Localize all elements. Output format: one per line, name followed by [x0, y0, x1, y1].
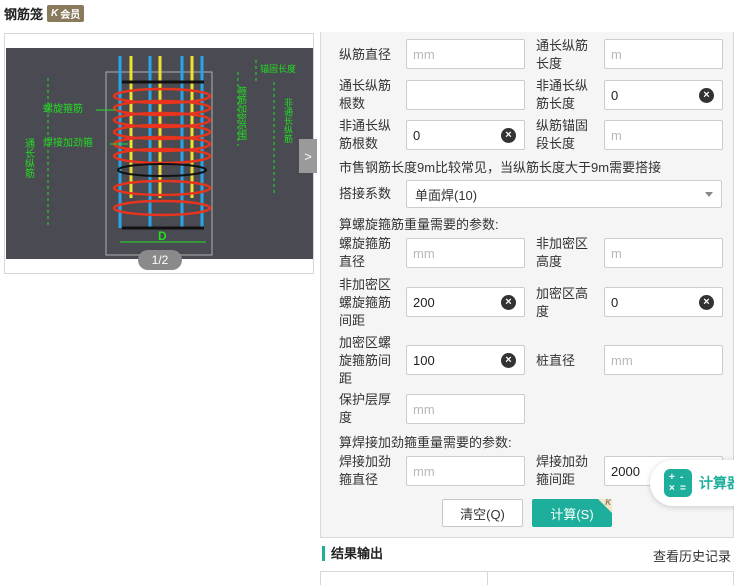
splice-select[interactable]: 单面焊(10): [406, 180, 722, 208]
calculate-button-label: 计算(S): [550, 506, 594, 522]
spiral-hoops: [112, 87, 212, 217]
calculator-icon: + - × =: [664, 469, 692, 497]
result-table-divider: [487, 572, 488, 585]
non-through-count-input[interactable]: 0×: [406, 120, 525, 150]
diagram-carousel: 螺旋箍筋 焊接加劲箍 通长纵筋 锚固长度 箍筋加密范围 非通长纵筋 D > 1/…: [4, 33, 317, 274]
clear-icon[interactable]: ×: [699, 88, 714, 103]
pile-diameter-label: 桩直径: [536, 353, 576, 368]
cover-input[interactable]: mm: [406, 394, 525, 424]
section-spiral-title: 算螺旋箍筋重量需要的参数:: [339, 217, 499, 232]
non-through-length-input[interactable]: 0×: [604, 80, 723, 110]
weld-hoop: [117, 163, 207, 177]
anchor-label: 锚固长度: [260, 63, 296, 74]
anchor-length-label: 纵筋锚固段长度: [536, 118, 589, 151]
through-count-label: 通长纵筋根数: [339, 78, 392, 111]
weld-hoop-diameter-input[interactable]: mm: [406, 456, 525, 486]
non-through-label: 非通长纵筋: [283, 97, 293, 144]
clear-button[interactable]: 清空(Q): [442, 499, 523, 527]
bar-diameter-input[interactable]: mm: [406, 39, 525, 69]
rebar-cage-svg: 螺旋箍筋 焊接加劲箍 通长纵筋 锚固长度 箍筋加密范围 非通长纵筋 D: [23, 56, 296, 256]
clear-icon[interactable]: ×: [501, 128, 516, 143]
dense-label: 箍筋加密范围: [237, 85, 247, 141]
dense-height-input[interactable]: 0×: [604, 287, 723, 317]
result-table: [320, 571, 734, 585]
bar-diameter-label: 纵筋直径: [339, 47, 392, 62]
spiral-diameter-label: 螺旋箍筋直径: [339, 236, 392, 269]
weld-hoop-label: 焊接加劲箍: [43, 136, 93, 149]
cover-label: 保护层厚度: [339, 392, 392, 425]
spiral-diameter-input[interactable]: mm: [406, 238, 525, 268]
non-dense-spacing-input[interactable]: 200×: [406, 287, 525, 317]
vip-k-icon: K: [605, 499, 611, 507]
clear-icon[interactable]: ×: [501, 353, 516, 368]
floating-calculator-label: 计算器: [699, 475, 734, 491]
chevron-down-icon: [705, 192, 713, 197]
result-header: 结果输出 查看历史记录: [320, 546, 734, 564]
spiral-label: 螺旋箍筋: [43, 102, 83, 115]
next-image-button[interactable]: >: [299, 139, 317, 173]
clear-icon[interactable]: ×: [699, 295, 714, 310]
non-dense-height-input[interactable]: m: [604, 238, 723, 268]
dense-spacing-input[interactable]: 100×: [406, 345, 525, 375]
diameter-label: D: [158, 229, 167, 243]
dense-height-label: 加密区高度: [536, 286, 589, 319]
result-title: 结果输出: [322, 546, 383, 561]
calculate-button[interactable]: 计算(S) K: [532, 499, 612, 527]
vip-corner-icon: [598, 499, 612, 513]
history-link[interactable]: 查看历史记录: [652, 549, 731, 564]
pile-diameter-input[interactable]: mm: [604, 345, 723, 375]
weld-hoop-diameter-label: 焊接加劲箍直径: [339, 454, 392, 487]
vip-badge: K 会员: [47, 4, 85, 22]
dense-spacing-label: 加密区螺旋箍筋间距: [339, 335, 392, 386]
non-dense-spacing-label: 非加密区螺旋箍筋间距: [339, 277, 392, 328]
vip-icon: K: [51, 7, 59, 19]
through-count-input[interactable]: [406, 80, 525, 110]
splice-selected: 单面焊(10): [415, 187, 478, 203]
section-weld-title: 算焊接加劲箍重量需要的参数:: [339, 435, 512, 450]
length-note: 市售钢筋长度9m比较常见，当纵筋长度大于9m需要搭接: [339, 160, 662, 175]
floating-calculator-button[interactable]: + - × = 计算器: [650, 460, 734, 506]
non-through-length-label: 非通长纵筋长度: [536, 78, 589, 111]
page-title: 钢筋笼: [4, 6, 44, 22]
page-header: 钢筋笼 K 会员: [4, 4, 85, 22]
vip-badge-label: 会员: [60, 9, 81, 21]
weld-hoop-spacing-label: 焊接加劲箍间距: [536, 454, 589, 487]
rebar-cage-diagram: 螺旋箍筋 焊接加劲箍 通长纵筋 锚固长度 箍筋加密范围 非通长纵筋 D: [6, 48, 313, 259]
clear-icon[interactable]: ×: [501, 295, 516, 310]
page-indicator: 1/2: [138, 250, 182, 270]
through-long-label: 通长纵筋: [23, 138, 35, 179]
splice-label: 搭接系数: [339, 186, 392, 201]
non-through-count-label: 非通长纵筋根数: [339, 118, 392, 151]
anchor-length-input[interactable]: m: [604, 120, 723, 150]
non-dense-height-label: 非加密区高度: [536, 236, 589, 269]
through-length-input[interactable]: m: [604, 39, 723, 69]
through-length-label: 通长纵筋长度: [536, 38, 589, 71]
